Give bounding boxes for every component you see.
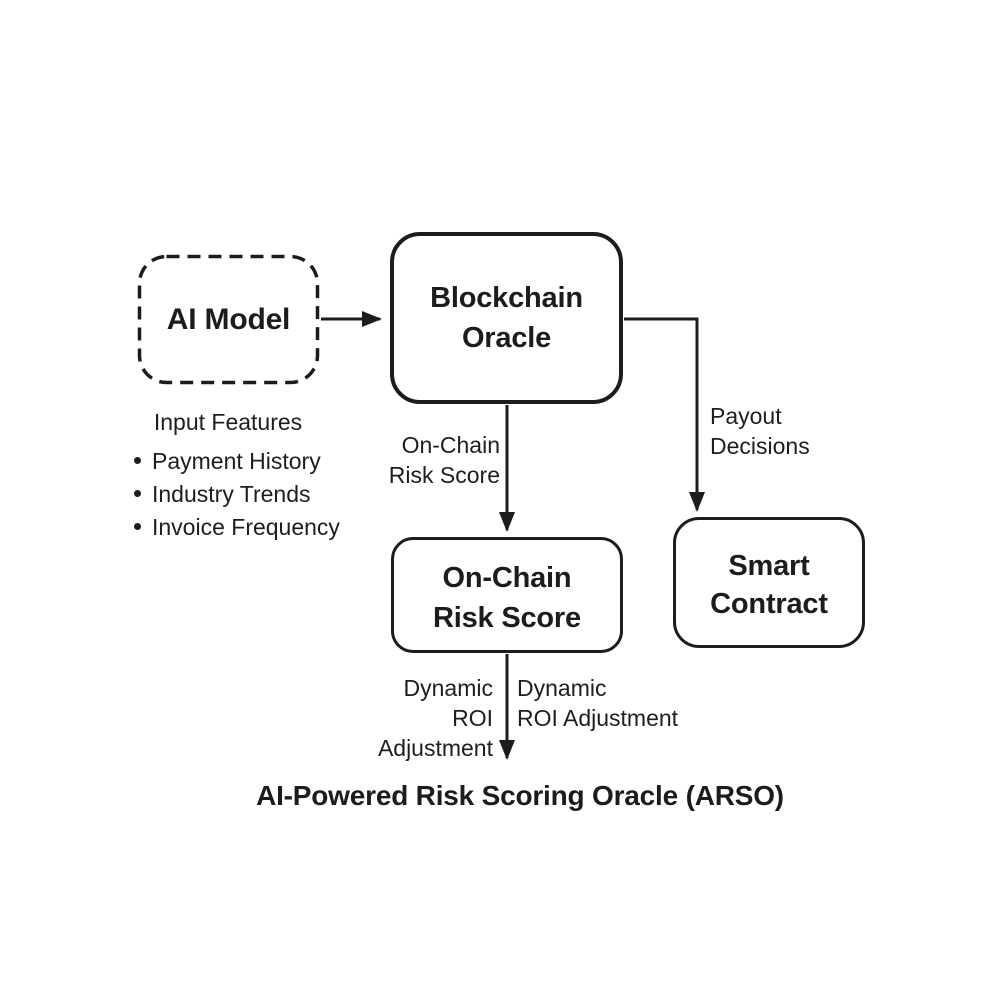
edge-label-line: Dynamic — [403, 675, 493, 701]
edge-label-dynamic-roi-left: Dynamic ROI Adjustment — [378, 673, 493, 763]
on-chain-risk-score-label-line2: Risk Score — [433, 602, 581, 634]
edge-label-line: ROI — [452, 705, 493, 731]
edge-label-on-chain-risk-score: On-Chain Risk Score — [389, 430, 500, 490]
smart-contract-label-line1: Smart — [728, 550, 810, 582]
edge-label-line: Decisions — [710, 433, 810, 459]
input-features-list: Payment History Industry Trends Invoice … — [134, 444, 340, 543]
edge-label-line: Risk Score — [388, 462, 500, 488]
bullet-icon — [134, 523, 141, 530]
edge-label-line: On-Chain — [401, 432, 500, 458]
ai-model-dashed-box — [137, 254, 320, 385]
list-item: Invoice Frequency — [134, 510, 340, 543]
on-chain-risk-score-label-line1: On-Chain — [442, 562, 572, 594]
edge-oracle-to-smartcontract-arrow — [624, 317, 705, 512]
edge-label-line: ROI Adjustment — [517, 705, 679, 731]
smart-contract-label-line2: Contract — [710, 588, 828, 620]
ai-model-node: AI Model — [137, 254, 320, 385]
blockchain-oracle-node: Blockchain Oracle — [390, 232, 623, 404]
bullet-text: Payment History — [152, 447, 321, 474]
blockchain-oracle-label-line1: Blockchain — [430, 282, 583, 314]
blockchain-oracle-label-line2: Oracle — [461, 322, 552, 354]
list-item: Industry Trends — [134, 477, 340, 510]
edge-label-line: Dynamic — [517, 675, 607, 701]
input-features-heading: Input Features — [153, 409, 303, 435]
smart-contract-node: Smart Contract — [673, 517, 865, 648]
ai-model-label: AI Model — [166, 302, 291, 336]
bullet-icon — [134, 457, 141, 464]
list-item: Payment History — [134, 444, 340, 477]
edge-label-payout-decisions: Payout Decisions — [710, 401, 810, 461]
bullet-text: Invoice Frequency — [152, 513, 340, 540]
bullet-icon — [134, 490, 141, 497]
edge-label-line: Adjustment — [377, 735, 493, 761]
edge-label-dynamic-roi-right: Dynamic ROI Adjustment — [517, 673, 678, 733]
bullet-text: Industry Trends — [152, 480, 311, 507]
edge-label-line: Payout — [710, 403, 782, 429]
on-chain-risk-score-node: On-Chain Risk Score — [391, 537, 623, 653]
diagram-title: AI-Powered Risk Scoring Oracle (ARSO) — [256, 780, 784, 811]
